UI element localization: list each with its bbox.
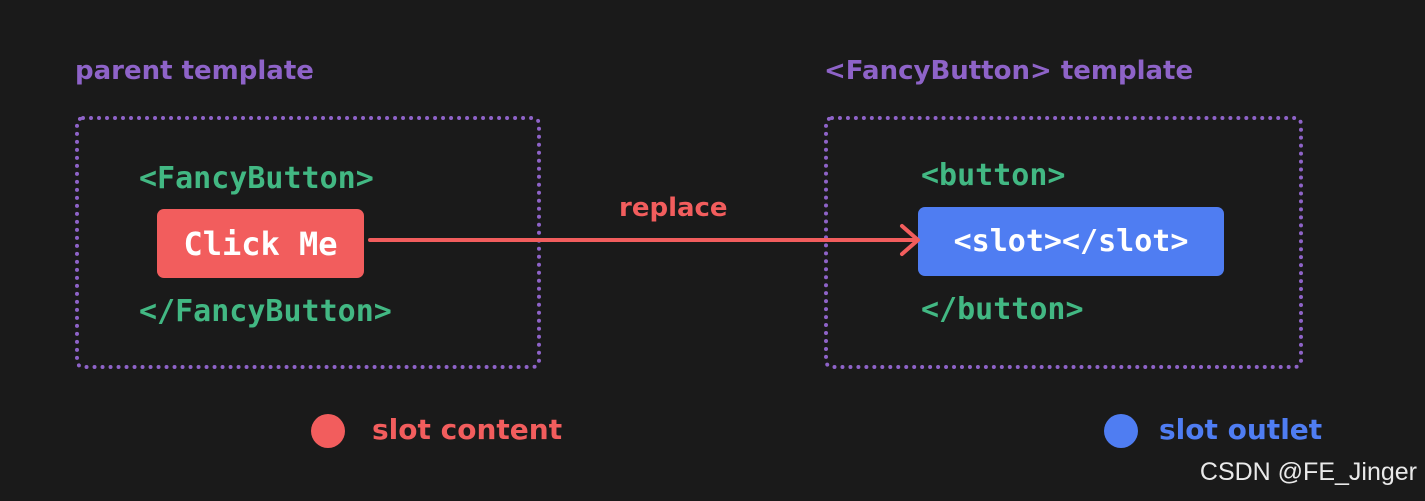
button-open-tag: <button> xyxy=(921,158,1066,193)
parent-template-title: parent template xyxy=(75,56,314,86)
slot-content-legend-dot-icon xyxy=(311,414,345,448)
slot-content-legend-label: slot content xyxy=(372,413,563,446)
fancybutton-template-box xyxy=(824,116,1303,369)
replace-arrow-icon xyxy=(368,224,920,256)
slot-outlet-chip: <slot></slot> xyxy=(918,207,1224,276)
watermark: CSDN @FE_Jinger xyxy=(1199,458,1417,486)
replace-label: replace xyxy=(619,193,728,223)
parent-template-box xyxy=(75,116,541,369)
slot-content-chip: Click Me xyxy=(157,209,364,278)
fancybutton-template-title: <FancyButton> template xyxy=(824,56,1194,86)
slot-outlet-legend-label: slot outlet xyxy=(1159,413,1323,446)
fancybutton-open-tag: <FancyButton> xyxy=(139,161,374,196)
slot-outlet-legend-dot-icon xyxy=(1104,414,1138,448)
fancybutton-close-tag: </FancyButton> xyxy=(139,294,392,329)
button-close-tag: </button> xyxy=(921,292,1084,327)
